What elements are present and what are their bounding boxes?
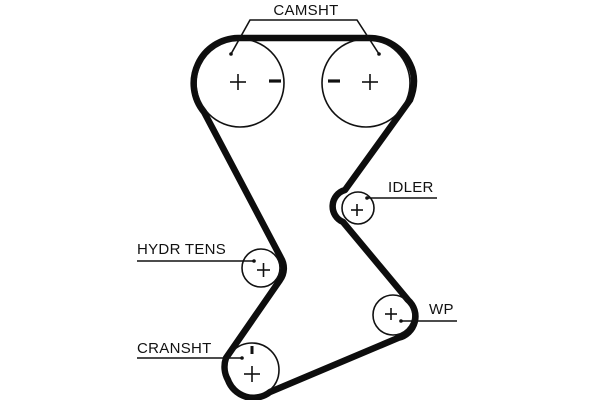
water-pump-circle — [372, 294, 414, 336]
plus-mark-icon — [385, 308, 397, 320]
camshaft-right-circle — [321, 38, 411, 128]
water-pump-label: WP — [429, 301, 454, 318]
idler-label: IDLER — [388, 179, 434, 196]
water-pump-callout: WP — [399, 301, 457, 323]
plus-mark-icon — [351, 204, 363, 216]
camshaft-left-circle — [195, 38, 285, 128]
hydraulic-tensioner-label: HYDR TENS — [137, 241, 226, 258]
hydraulic-tensioner-callout: HYDR TENS — [137, 241, 256, 263]
camshaft-right-pulley — [321, 38, 411, 128]
hydraulic-tensioner-circle — [241, 248, 281, 288]
camshaft-left-pulley — [195, 38, 285, 128]
crankshaft-callout: CRANSHT — [137, 340, 244, 360]
water-pump-pulley — [372, 294, 414, 336]
camshaft-label: CAMSHT — [273, 2, 338, 19]
plus-mark-icon — [244, 366, 260, 382]
plus-mark-icon — [230, 74, 246, 90]
hydraulic-tensioner-pulley — [241, 248, 281, 288]
plus-mark-icon — [257, 263, 270, 277]
plus-mark-icon — [362, 74, 378, 90]
crankshaft-label: CRANSHT — [137, 340, 212, 357]
leader-dot — [252, 259, 256, 263]
leader-dot — [399, 319, 403, 323]
camshaft-leader-line — [230, 19, 380, 55]
idler-pulley — [341, 191, 375, 225]
leader-dot — [365, 196, 369, 200]
camshaft-callout: CAMSHT — [230, 2, 380, 55]
crankshaft-circle — [224, 342, 280, 398]
timing-belt — [190, 34, 419, 400]
idler-callout: IDLER — [365, 179, 437, 200]
crankshaft-pulley — [224, 342, 280, 398]
idler-circle — [341, 191, 375, 225]
leader-dot — [240, 356, 244, 360]
